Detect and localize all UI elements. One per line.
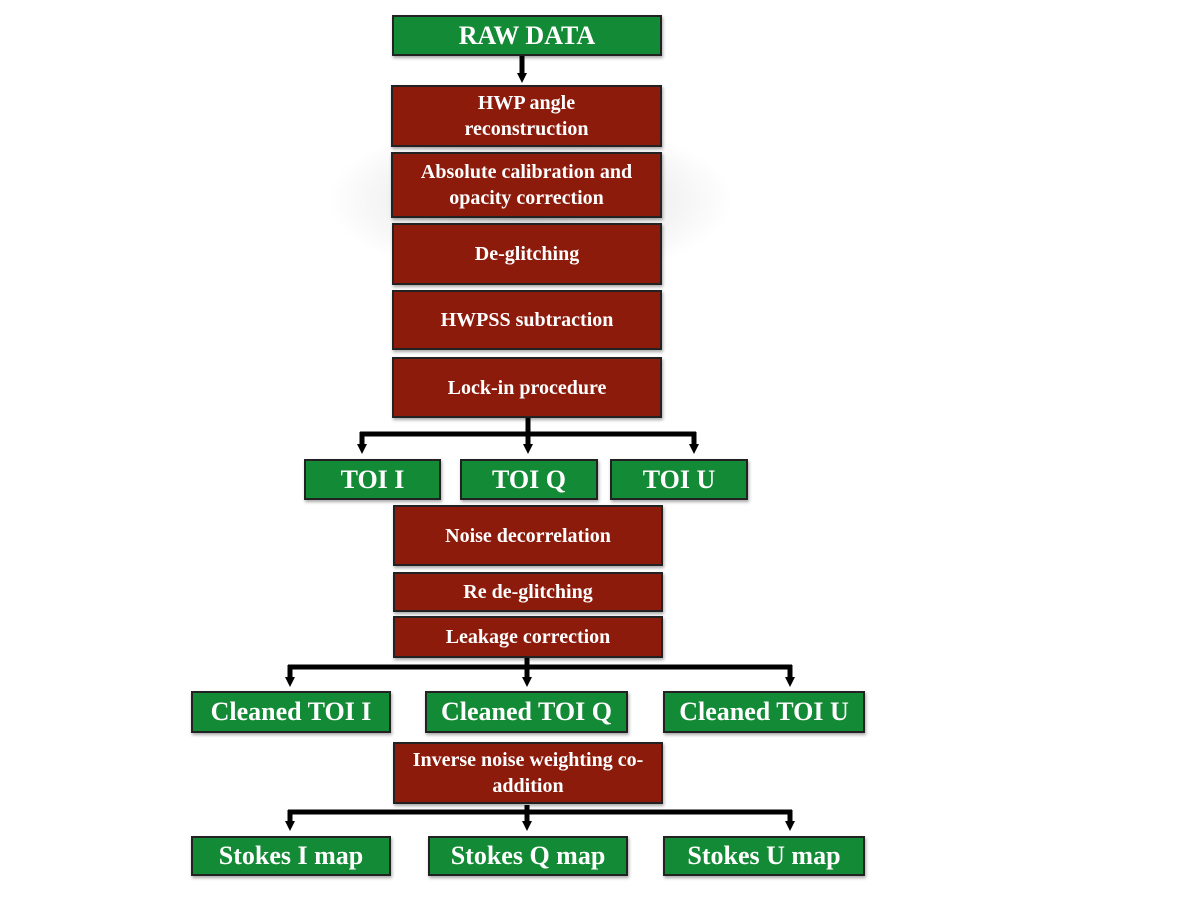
hwp-angle-reconstruction-box: HWP angle reconstruction [391,85,662,147]
toi-q-box: TOI Q [460,459,598,500]
raw-data-box: RAW DATA [392,15,662,56]
re-de-glitching-box: Re de-glitching [393,572,663,612]
stokes-u-map-box: Stokes U map [663,836,865,876]
inverse-noise-weighting-box: Inverse noise weighting co-addition [393,742,663,804]
lock-in-procedure-box: Lock-in procedure [392,357,662,418]
hwpss-subtraction-box: HWPSS subtraction [392,290,662,350]
cleaned-toi-q-box: Cleaned TOI Q [425,691,628,733]
cleaned-toi-u-box: Cleaned TOI U [663,691,865,733]
toi-u-box: TOI U [610,459,748,500]
stokes-q-map-box: Stokes Q map [428,836,628,876]
noise-decorrelation-box: Noise decorrelation [393,505,663,566]
toi-i-box: TOI I [304,459,441,500]
cleaned-toi-i-box: Cleaned TOI I [191,691,391,733]
stokes-i-map-box: Stokes I map [191,836,391,876]
leakage-correction-box: Leakage correction [393,616,663,658]
absolute-calibration-box: Absolute calibration and opacity correct… [391,152,662,218]
de-glitching-box: De-glitching [392,223,662,285]
